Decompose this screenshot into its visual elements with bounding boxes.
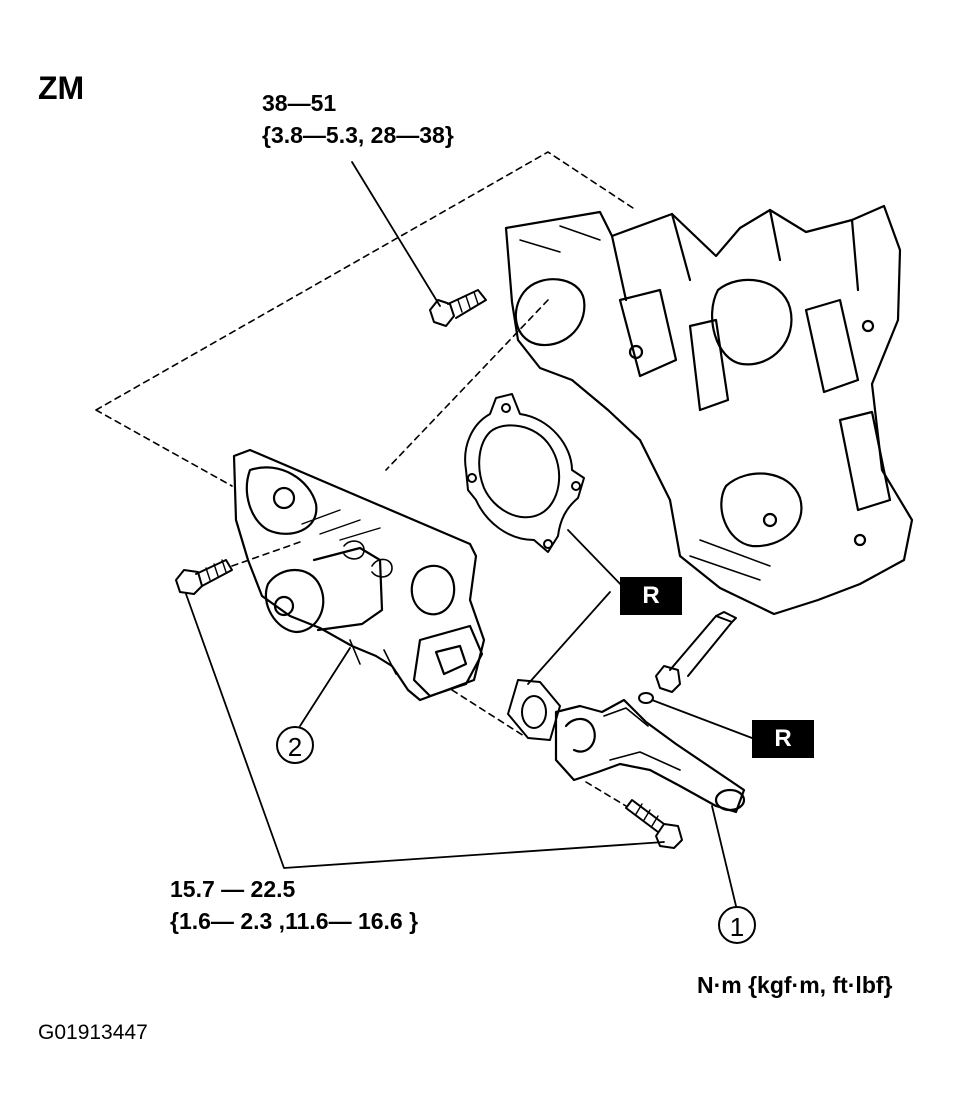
pipe-callout-leader (711, 805, 737, 907)
top-torque-leader (351, 161, 441, 307)
model-code: ZM (38, 70, 85, 106)
top-torque-nm: 38—51 (262, 90, 337, 116)
bottom-torque-alt-units: {1.6— 2.3 ,11.6— 16.6 } (170, 908, 419, 934)
top-bolt (429, 289, 487, 327)
pump-gasket (464, 393, 585, 553)
pipe-bolt (625, 799, 683, 849)
replace-gasket-badge: R (620, 577, 682, 615)
gasket-leader (527, 529, 627, 685)
water-inlet-pipe-callout: 1 (718, 906, 756, 944)
engine-block (504, 204, 914, 616)
top-torque-alt-units: {3.8—5.3, 28—38} (262, 122, 454, 148)
replace-oring-badge: R (752, 720, 814, 758)
pump-bolt (175, 559, 233, 595)
o-ring (638, 692, 654, 704)
inlet-gasket (507, 679, 561, 741)
oring-leader (651, 699, 753, 739)
pump-callout-leader (299, 647, 351, 727)
alignment-dashed-lines (95, 151, 637, 487)
figure-code: G01913447 (38, 1021, 148, 1044)
water-inlet-pipe (554, 698, 746, 814)
pipe-sensor (655, 611, 737, 693)
bottom-torque-leader (185, 593, 665, 869)
water-pump-callout: 2 (276, 726, 314, 764)
pipe-bolt-dashed (585, 781, 627, 807)
bolt-alignment-dashed (231, 541, 525, 737)
bottom-torque-nm: 15.7 — 22.5 (170, 876, 296, 902)
water-pump (232, 448, 486, 702)
units-legend: N·m {kgf·m, ft·lbf} (697, 972, 893, 998)
